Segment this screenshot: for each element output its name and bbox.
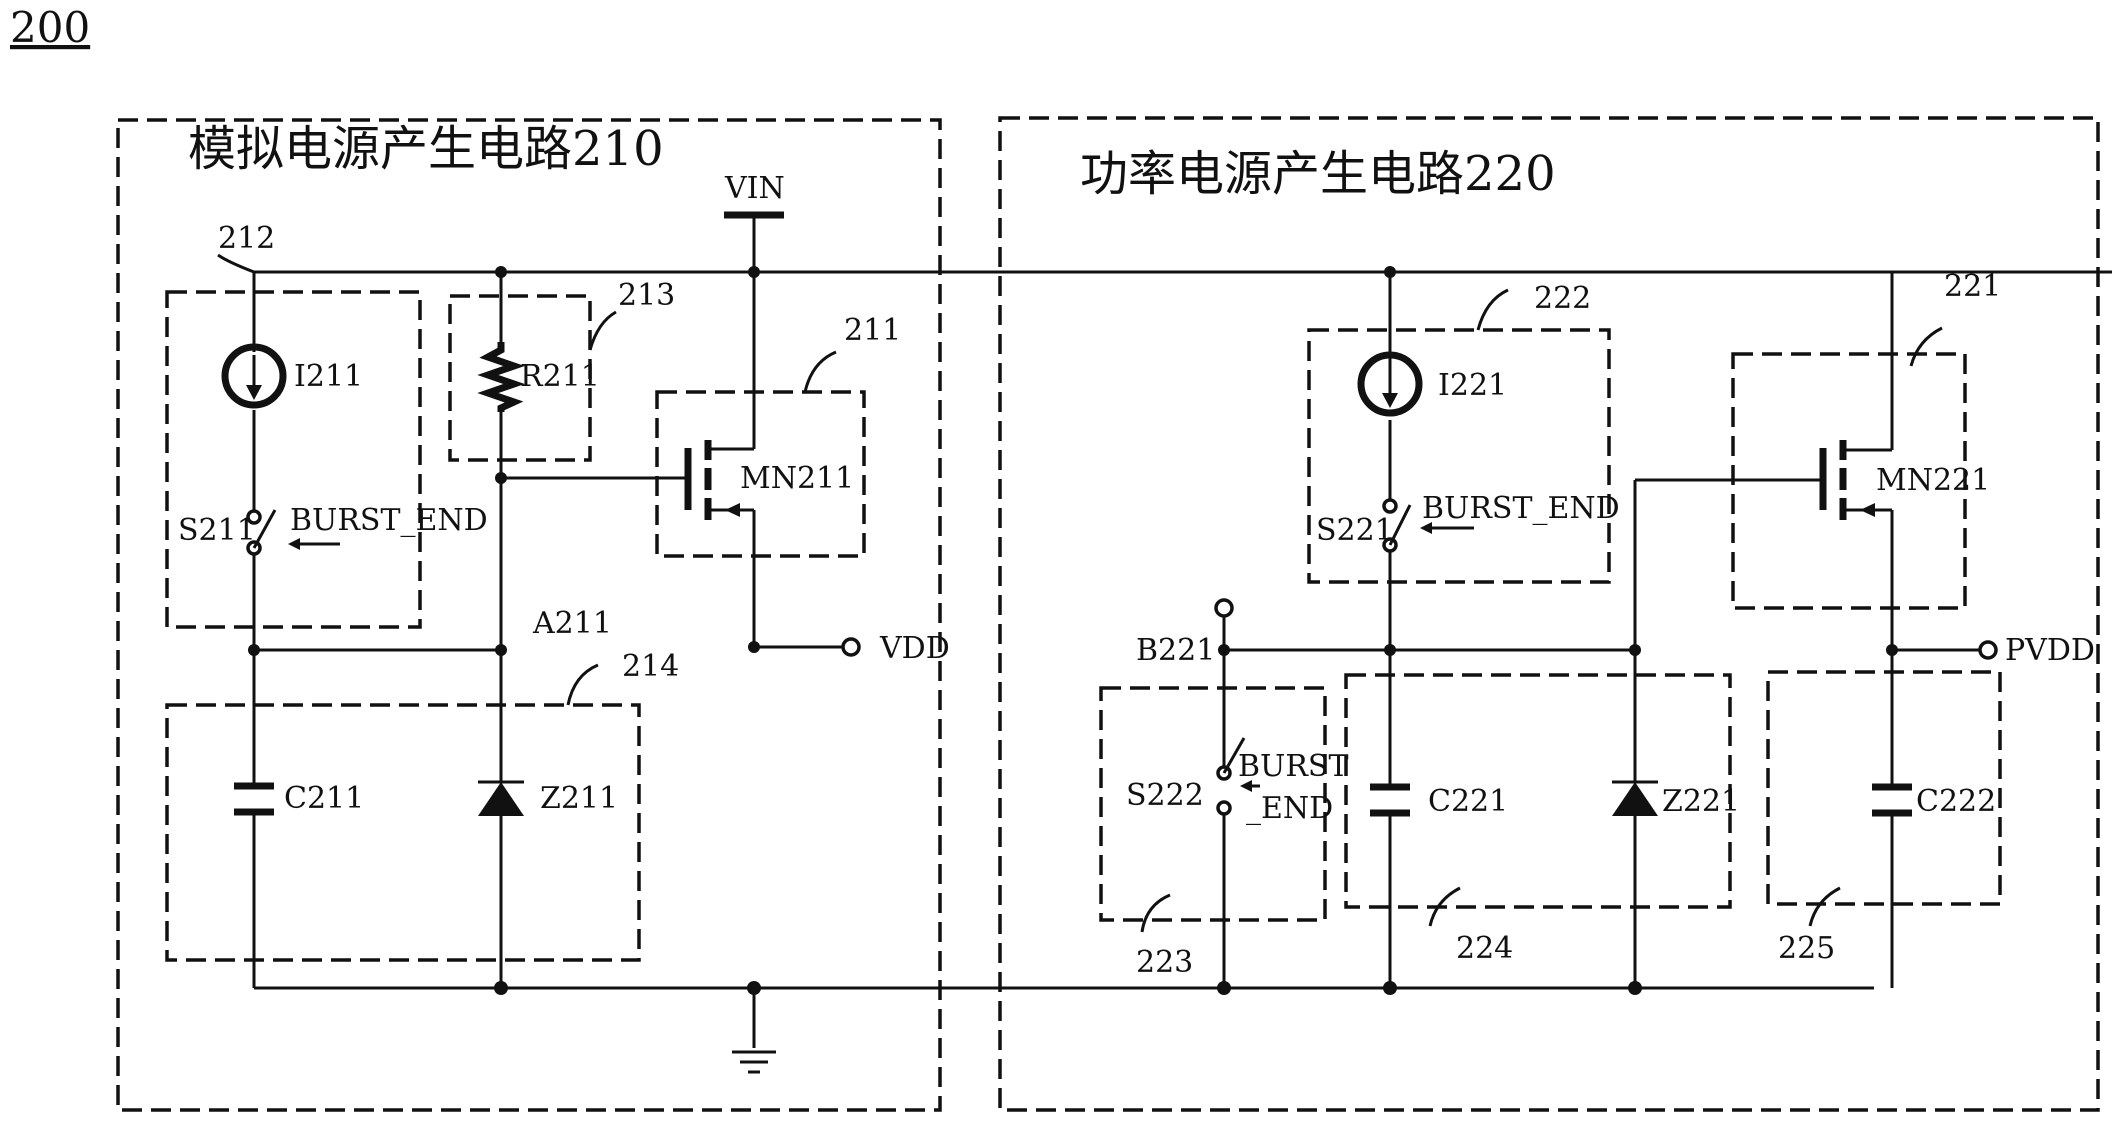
s222-control-label-line2: _END	[1246, 791, 1333, 826]
zener-z211	[478, 780, 524, 816]
sub-block-224	[1344, 673, 1732, 909]
power-block-title: 功率电源产生电路220	[1080, 146, 1556, 202]
current-source-i221	[1357, 351, 1423, 417]
mosfet-mn211	[684, 440, 740, 520]
c222-label: C222	[1916, 784, 1996, 819]
vdd-label: VDD	[879, 631, 950, 666]
ground-icon	[732, 1050, 776, 1074]
pvdd-label: PVDD	[2005, 633, 2095, 668]
junction-dots	[248, 266, 1898, 995]
vin-label: VIN	[724, 171, 785, 206]
ref-222: 222	[1534, 281, 1591, 316]
sub-block-214	[165, 703, 641, 962]
figure-number: 200	[10, 3, 90, 52]
vdd-terminal	[841, 637, 861, 657]
resistor-r211	[477, 342, 525, 412]
analog-block-title: 模拟电源产生电路210	[188, 121, 664, 177]
sub-block-225	[1766, 670, 2002, 906]
ref-223: 223	[1136, 945, 1193, 980]
i211-label: I211	[294, 359, 363, 394]
switch-s222	[1216, 737, 1260, 816]
s221-control-label: BURST_END	[1422, 491, 1620, 526]
b221-terminal	[1214, 598, 1234, 618]
analog-block-outline	[116, 118, 942, 1112]
sub-block-223	[1099, 686, 1327, 922]
z211-label: Z211	[540, 781, 618, 816]
r211-label: R211	[520, 359, 600, 394]
capacitor-c211	[234, 782, 274, 816]
b221-node-label: B221	[1136, 633, 1215, 668]
s221-label: S221	[1316, 513, 1394, 548]
pvdd-terminal	[1978, 640, 1998, 660]
ref-221: 221	[1944, 269, 2001, 304]
switch-s221	[1382, 498, 1474, 553]
ref-213: 213	[618, 278, 675, 313]
ref-212: 212	[218, 221, 275, 256]
current-source-i211	[221, 343, 287, 409]
wires	[252, 211, 2112, 1048]
c211-label: C211	[284, 781, 364, 816]
sub-block-222	[1307, 328, 1611, 584]
ref-224: 224	[1456, 931, 1513, 966]
capacitor-c221	[1370, 783, 1410, 817]
s211-label: S211	[178, 513, 256, 548]
ref-225: 225	[1778, 931, 1835, 966]
a211-node-label: A211	[532, 606, 612, 641]
i221-label: I221	[1438, 368, 1507, 403]
mn211-label: MN211	[740, 461, 854, 496]
mosfet-mn221	[1819, 440, 1875, 520]
leader-lines	[217, 253, 1943, 933]
zener-z221	[1612, 780, 1658, 816]
sub-block-211	[655, 390, 866, 558]
c221-label: C221	[1428, 784, 1508, 819]
sub-block-212	[165, 290, 422, 629]
s211-control-label: BURST_END	[290, 503, 488, 538]
ref-214: 214	[622, 649, 679, 684]
power-block-outline	[998, 116, 2100, 1112]
capacitor-c222	[1872, 783, 1912, 817]
s222-control-label-line1: BURST	[1238, 749, 1348, 784]
s222-label: S222	[1126, 778, 1204, 813]
ref-211: 211	[844, 313, 901, 348]
switch-s211	[246, 509, 340, 556]
sub-block-213	[448, 294, 592, 462]
mn221-label: MN221	[1876, 463, 1990, 498]
z221-label: Z221	[1662, 784, 1740, 819]
